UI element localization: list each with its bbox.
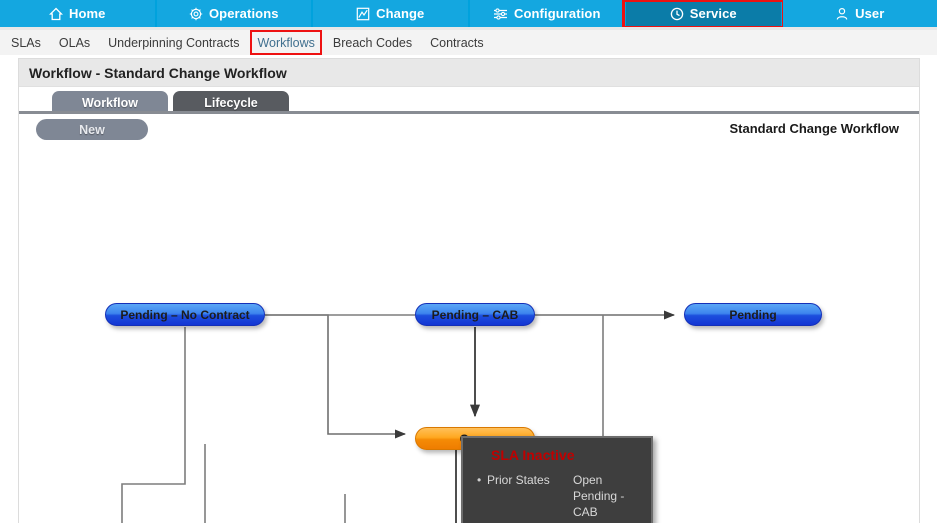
home-icon — [48, 7, 63, 21]
clock-icon — [670, 7, 684, 21]
content-panel: Workflow - Standard Change Workflow Work… — [18, 58, 920, 523]
tab-workflow[interactable]: Workflow — [52, 91, 168, 114]
subnav-item-breach-codes[interactable]: Breach Codes — [332, 35, 413, 50]
subnav-item-workflows[interactable]: Workflows — [250, 29, 323, 55]
subnav-item-contracts[interactable]: Contracts — [430, 35, 484, 50]
new-button[interactable]: New — [36, 119, 148, 140]
tab-underline — [19, 111, 919, 114]
tooltip-values-prior-states: Open Pending - CAB — [573, 472, 641, 520]
subnav-item-olas[interactable]: OLAs — [58, 35, 91, 50]
panel-header: Workflow - Standard Change Workflow — [19, 59, 919, 87]
workflow-node-label: Pending – CAB — [431, 307, 519, 322]
nav-item-operations[interactable]: Operations — [156, 0, 311, 27]
nav-item-operations-label: Operations — [208, 6, 279, 21]
person-icon — [835, 7, 849, 21]
tab-bar: Workflow Lifecycle — [19, 87, 919, 114]
workflow-node-label: Pending — [729, 307, 777, 322]
workflow-diagram-canvas[interactable]: Pending – No Contract Pending – CAB Pend… — [19, 144, 919, 523]
page-title: Workflow - Standard Change Workflow — [29, 64, 287, 81]
nav-item-configuration[interactable]: Configuration — [469, 0, 624, 27]
nav-divider — [0, 27, 937, 30]
nav-item-configuration-label: Configuration — [513, 6, 601, 21]
state-tooltip: SLA Inactive • Prior States Open Pending… — [461, 436, 653, 523]
workflow-node-pending[interactable]: Pending — [684, 303, 822, 326]
secondary-navigation-bar: SLAs OLAs Underpinning Contracts Workflo… — [0, 29, 937, 55]
tooltip-row-prior-states: • Prior States Open Pending - CAB — [477, 472, 641, 520]
workflow-node-pending-cab[interactable]: Pending – CAB — [415, 303, 535, 326]
nav-item-service[interactable]: Service — [622, 0, 784, 29]
nav-item-home-label: Home — [68, 6, 106, 21]
sliders-icon — [493, 7, 508, 21]
gear-globe-icon — [189, 7, 203, 21]
workflow-node-pending-no-contract[interactable]: Pending – No Contract — [105, 303, 265, 326]
nav-item-change[interactable]: Change — [313, 0, 468, 27]
tooltip-title: SLA Inactive — [491, 447, 575, 463]
subnav-item-underpinning-contracts[interactable]: Underpinning Contracts — [108, 35, 240, 50]
nav-item-user[interactable]: User — [782, 0, 937, 27]
tooltip-value: Pending - CAB — [573, 489, 625, 519]
nav-item-change-label: Change — [376, 6, 425, 21]
tooltip-label-prior-states: Prior States — [487, 473, 550, 487]
nav-item-service-label: Service — [689, 6, 737, 21]
subnav-item-slas[interactable]: SLAs — [11, 35, 41, 50]
nav-item-user-label: User — [855, 6, 885, 21]
nav-item-home[interactable]: Home — [0, 0, 155, 27]
workflow-name-label: Standard Change Workflow — [729, 121, 900, 136]
tooltip-value: Open — [573, 473, 603, 487]
workflow-node-label: Pending – No Contract — [120, 307, 250, 322]
primary-navigation-bar: Home Operations Change — [0, 0, 937, 29]
bullet-icon: • — [477, 473, 482, 487]
tab-lifecycle[interactable]: Lifecycle — [173, 91, 289, 114]
toolbar: New Standard Change Workflow — [19, 114, 919, 144]
workflow-connectors — [121, 310, 676, 523]
change-chart-icon — [356, 7, 370, 21]
